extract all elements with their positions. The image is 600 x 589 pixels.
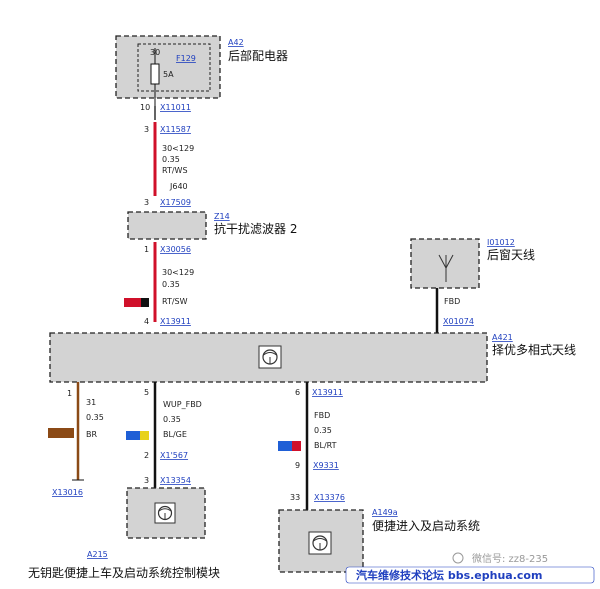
fuse-rating: 5A (163, 70, 174, 79)
c10-connector-link[interactable]: X1'567 (160, 451, 188, 460)
w4-line2: 0.35 (86, 413, 104, 422)
w5-line3: BL/GE (163, 430, 187, 439)
c12-connector-link[interactable]: X9331 (313, 461, 339, 470)
c3-connector-link[interactable]: X17509 (160, 198, 191, 207)
a42-name: 后部配电器 (228, 48, 288, 63)
component-i01012: I01012 后窗天线 (410, 238, 535, 289)
w2-line1: 30<129 (162, 268, 194, 277)
z14-box (127, 211, 207, 240)
w5-line1: WUP_FBD (163, 400, 202, 409)
c1-connector-link[interactable]: X11011 (160, 103, 191, 112)
color-swatch-bl-rt (278, 441, 301, 451)
w1-line3: RT/WS (162, 166, 188, 175)
w1-line2: 0.35 (162, 155, 180, 164)
c6-connector-link[interactable]: X01074 (443, 317, 474, 326)
c5-pin: 4 (144, 317, 149, 326)
watermark-forum: 汽车维修技术论坛 bbs.ephua.com (356, 568, 542, 582)
i01012-code-link[interactable]: I01012 (487, 238, 515, 247)
color-swatch-bl-ge (126, 431, 149, 440)
c7-pin: 1 (67, 389, 72, 398)
wechat-icon (452, 552, 464, 564)
swatch-black (141, 298, 149, 307)
component-z14: Z14 抗干扰滤波器 2 (127, 211, 297, 240)
w4-line1: 31 (86, 398, 96, 407)
c9-pin: 6 (295, 388, 300, 397)
c11-pin: 3 (144, 476, 149, 485)
a42-code-link[interactable]: A42 (228, 38, 244, 47)
a215-code-link[interactable]: A215 (87, 550, 108, 559)
z14-code-link[interactable]: Z14 (214, 212, 230, 221)
a421-name: 择优多相式天线 (492, 343, 576, 357)
fuse-icon (150, 63, 160, 85)
component-a421: A421 择优多相式天线 (49, 332, 576, 383)
swatch-red (124, 298, 141, 307)
swatch-blue (126, 431, 140, 440)
w6-line3: BL/RT (314, 441, 337, 450)
c4-pin: 1 (144, 245, 149, 254)
c14-connector-link[interactable]: X13016 (52, 488, 83, 497)
i01012-name: 后窗天线 (487, 248, 535, 262)
c2-connector-link[interactable]: X11587 (160, 125, 191, 134)
c12-pin: 9 (295, 461, 300, 470)
c9-connector-link[interactable]: X13911 (312, 388, 343, 397)
a421-code-link[interactable]: A421 (492, 333, 513, 342)
watermark: 微信号: zz8-235 汽车维修技术论坛 bbs.ephua.com (345, 552, 595, 584)
c10-pin: 2 (144, 451, 149, 460)
c3-pin: 3 (144, 198, 149, 207)
w6-line2: 0.35 (314, 426, 332, 435)
swatch-yellow (140, 431, 149, 440)
color-swatch-rt-sw (124, 298, 149, 307)
a215-name: 无钥匙便捷上车及启动系统控制模块 (28, 565, 220, 580)
component-a215: A215 无钥匙便捷上车及启动系统控制模块 (28, 487, 220, 580)
component-a42: 30 F129 5A A42 后部配电器 (115, 35, 288, 106)
fuse-code-link[interactable]: F129 (176, 54, 196, 63)
swatch-red (292, 441, 301, 451)
fuse-pin-label: 30 (150, 48, 160, 57)
w3-line1: FBD (444, 297, 460, 306)
w2-line3: RT/SW (162, 297, 188, 306)
c13-connector-link[interactable]: X13376 (314, 493, 345, 502)
watermark-wechat: 微信号: zz8-235 (472, 552, 548, 565)
antenna-icon (438, 254, 454, 282)
w4-line3: BR (86, 430, 97, 439)
c5-connector-link[interactable]: X13911 (160, 317, 191, 326)
c11-connector-link[interactable]: X13354 (160, 476, 191, 485)
c8-pin: 5 (144, 388, 149, 397)
w1-line4: J640 (169, 182, 188, 191)
c1-pin: 10 (140, 103, 150, 112)
w2-line2: 0.35 (162, 280, 180, 289)
swatch-blue (278, 441, 292, 451)
c13-pin: 33 (290, 493, 300, 502)
swatch-brown (48, 428, 74, 438)
module-icon (308, 531, 332, 555)
module-icon (258, 345, 282, 369)
w6-line1: FBD (314, 411, 330, 420)
a149a-name: 便捷进入及启动系统 (372, 519, 480, 533)
z14-name: 抗干扰滤波器 2 (214, 221, 297, 236)
component-a149a: A149a 便捷进入及启动系统 (278, 508, 480, 573)
i01012-box (410, 238, 480, 289)
c2-pin: 3 (144, 125, 149, 134)
watermark-banner (345, 566, 595, 584)
c4-connector-link[interactable]: X30056 (160, 245, 191, 254)
w1-line1: 30<129 (162, 144, 194, 153)
w5-line2: 0.35 (163, 415, 181, 424)
a42-fuse-box (137, 43, 211, 92)
module-icon (154, 502, 176, 524)
a149a-code-link[interactable]: A149a (372, 508, 398, 517)
